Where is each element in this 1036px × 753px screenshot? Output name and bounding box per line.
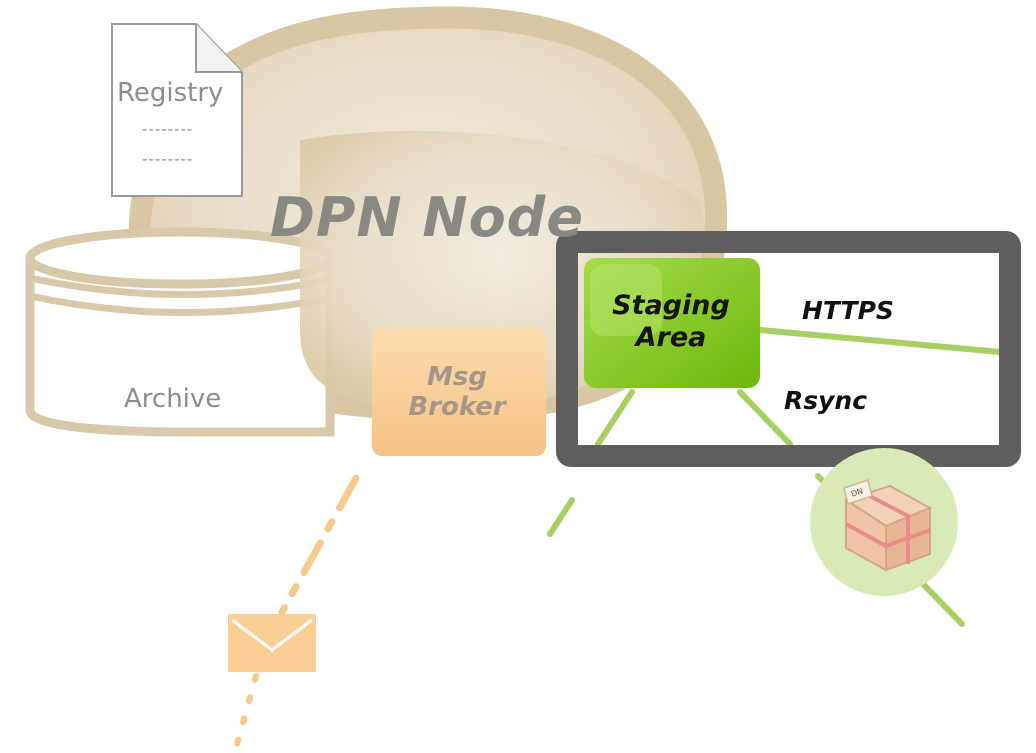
msg-broker-box	[372, 328, 546, 456]
registry-document	[111, 23, 243, 197]
archive-cylinder	[25, 227, 335, 437]
staging-area-label: Staging Area	[592, 290, 750, 354]
green-links	[547, 327, 1003, 627]
https-label: HTTPS	[802, 296, 894, 325]
dpn-node-title: DPN Node	[270, 186, 584, 249]
archive-label: Archive	[124, 384, 222, 414]
package-icon	[810, 448, 958, 596]
msg-broker-label: Msg Broker	[382, 362, 532, 422]
staging-area-highlight	[590, 264, 662, 336]
registry-line-1: --------	[142, 120, 194, 138]
registry-line-2: --------	[142, 150, 194, 168]
message-path-tail	[233, 673, 259, 751]
registry-title: Registry	[117, 78, 224, 108]
highlight-frame	[556, 231, 1021, 467]
msg-broker-text: Msg Broker	[408, 362, 506, 422]
envelope-icon	[228, 614, 316, 672]
message-path	[278, 474, 360, 616]
rsync-label: Rsync	[784, 386, 868, 415]
staging-area-text: Staging Area	[612, 290, 730, 353]
